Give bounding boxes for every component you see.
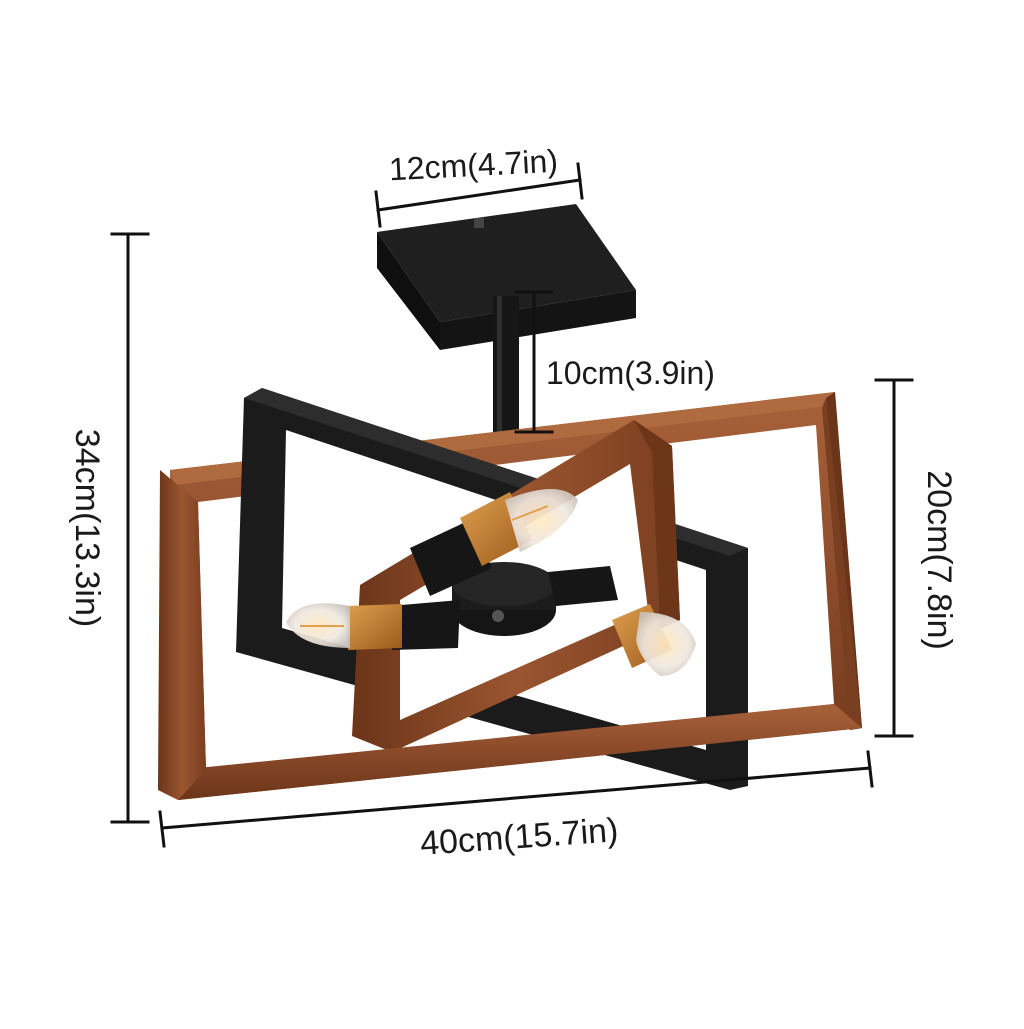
ceiling-mount-plate	[377, 204, 636, 350]
dimension-mount-width: 12cm(4.7in)	[374, 143, 584, 228]
dimension-total-height: 34cm(13.3in)	[68, 232, 150, 824]
down-rod	[493, 296, 519, 456]
frame-width-label: 40cm(15.7in)	[419, 811, 620, 863]
candle-bulb	[505, 489, 578, 552]
bulb-socket	[346, 600, 460, 650]
wood-frame-back-front-edge	[158, 398, 862, 800]
dimension-frame-height: 20cm(7.8in)	[874, 378, 958, 738]
rod-length-label: 10cm(3.9in)	[546, 355, 715, 391]
dimension-rod-length: 10cm(3.9in)	[514, 290, 715, 434]
mount-width-label: 12cm(4.7in)	[388, 143, 559, 188]
total-height-label: 34cm(13.3in)	[68, 429, 106, 627]
frame-height-label: 20cm(7.8in)	[920, 470, 958, 650]
candle-bulb	[636, 612, 696, 676]
candle-bulb	[286, 603, 350, 648]
